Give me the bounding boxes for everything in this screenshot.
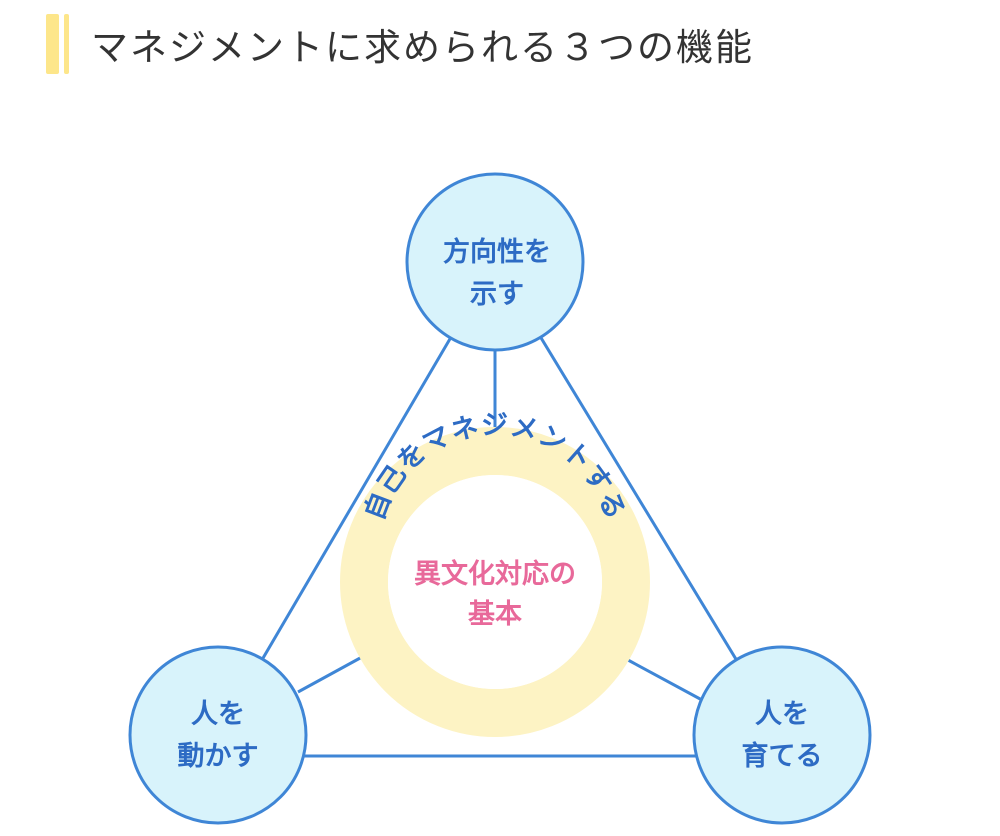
center-label-line2: 基本 [468,599,522,630]
node-left-line2: 動かす [178,741,259,772]
node-right: 人を 育てる [692,645,872,825]
title-block: マネジメントに求められる３つの機能 [46,14,754,74]
spoke-right [627,658,703,702]
node-right-line2: 育てる [742,740,823,772]
center-ring [340,427,650,737]
node-left-circle [128,645,308,825]
page-title: マネジメントに求められる３つの機能 [91,26,754,69]
node-right-line1: 人を [755,699,809,730]
center-core [388,475,602,689]
node-right-circle [692,645,872,825]
spoke-left [297,655,363,694]
node-top-line2: 示す [470,279,524,310]
node-left: 人を 動かす [128,645,308,825]
node-top-line1: 方向性を [443,236,551,268]
title-accent-bar-thin [64,14,69,74]
node-top-circle [405,172,585,352]
edge-top-left [216,261,497,736]
center-label-line1: 異文化対応の [414,558,576,590]
title-accent-bar [46,14,59,74]
edge-top-right [493,261,784,736]
node-left-line1: 人を [191,699,245,730]
node-top: 方向性を 示す [405,172,585,352]
